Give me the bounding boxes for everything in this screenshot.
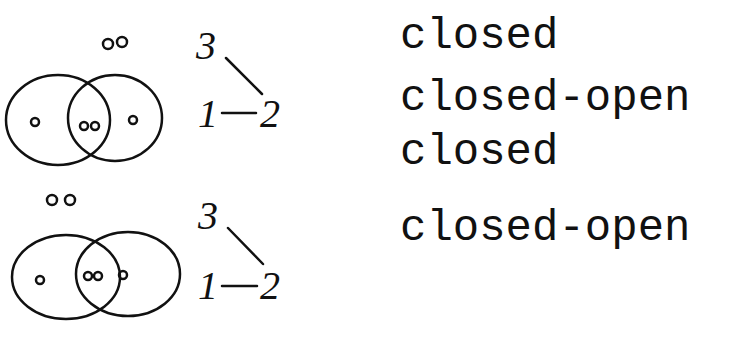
element-dot (31, 118, 39, 126)
state-label: closed-open (400, 76, 690, 120)
graph-line (226, 58, 262, 94)
vertex-number: 3 (196, 26, 216, 66)
set-circle (68, 75, 162, 161)
state-label: closed (400, 14, 558, 58)
element-dot (91, 122, 99, 130)
element-dot (84, 272, 92, 280)
vertex-number: 1 (198, 266, 218, 306)
element-dot (80, 122, 88, 130)
state-label: closed-open (400, 206, 690, 250)
vertex-number: 1 (198, 94, 218, 134)
set-circle (76, 232, 180, 316)
element-dot (65, 195, 75, 205)
element-dot (36, 276, 44, 284)
vertex-number: 2 (260, 266, 280, 306)
state-label: closed (400, 130, 558, 174)
set-circle (6, 75, 110, 165)
element-dot (103, 39, 113, 49)
element-dot (117, 37, 127, 47)
graph-line (222, 112, 256, 115)
element-dot (119, 271, 127, 279)
set-circle (12, 235, 120, 319)
element-dot (47, 195, 57, 205)
element-dot (129, 116, 137, 124)
graph-line (222, 285, 257, 288)
element-dot (94, 272, 102, 280)
vertex-number: 3 (198, 196, 218, 236)
vertex-number: 2 (260, 94, 280, 134)
graph-line (228, 228, 263, 264)
